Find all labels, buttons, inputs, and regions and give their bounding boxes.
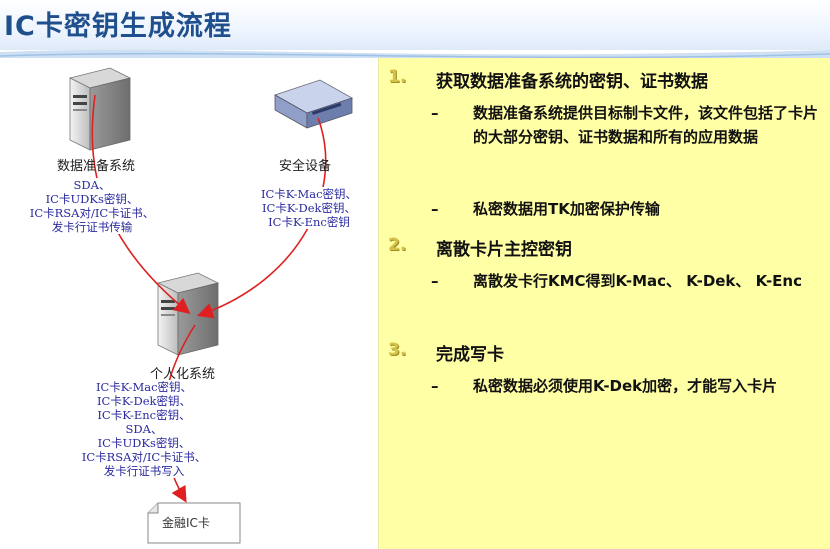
personalization-content-line: SDA、: [125, 422, 163, 436]
step-3-bullet-1-marker: –: [431, 377, 439, 395]
data-prep-content-line: IC卡RSA对/IC卡证书、: [29, 206, 155, 220]
steps-panel: [378, 58, 830, 549]
security-content-box: IC卡K-Mac密钥、 IC卡K-Dek密钥、 IC卡K-Enc密钥: [254, 187, 364, 229]
step-1-bullet-2-marker: –: [431, 200, 439, 218]
personalization-content-line: IC卡RSA对/IC卡证书、: [81, 450, 207, 464]
step-3-title: 完成写卡: [436, 345, 504, 365]
data-prep-system-label: 数据准备系统: [57, 159, 136, 174]
step-1-bullet-2-text: 私密数据用TK加密保护传输: [473, 200, 660, 218]
personalization-content-box: IC卡K-Mac密钥、 IC卡K-Dek密钥、 IC卡K-Enc密钥、 SDA、…: [76, 380, 212, 478]
personalization-content-line: IC卡K-Enc密钥、: [97, 408, 191, 422]
step-2-title: 离散卡片主控密钥: [436, 240, 572, 260]
data-prep-content-line: SDA、: [73, 178, 111, 192]
security-content-line: IC卡K-Mac密钥、: [260, 187, 358, 201]
step-2-bullet-1-text: 离散发卡行KMC得到K-Mac、 K-Dek、 K-Enc: [473, 272, 802, 290]
step-1-bullet-1-text: 数据准备系统提供目标制卡文件，该文件包括了卡片的大部分密钥、证书数据和所有的应用…: [473, 104, 819, 146]
security-device-label: 安全设备: [279, 159, 332, 174]
personalization-content-line: IC卡K-Mac密钥、: [95, 380, 193, 394]
data-prep-content-line: IC卡UDKs密钥、: [45, 192, 139, 206]
security-content-line: IC卡K-Enc密钥: [268, 215, 350, 229]
title-band: [0, 0, 830, 50]
step-3-number: 3.: [388, 340, 407, 360]
data-prep-content-line: 发卡行证书传输: [51, 220, 133, 234]
personalization-content-line: IC卡K-Dek密钥、: [97, 394, 191, 408]
personalization-content-line: IC卡UDKs密钥、: [97, 436, 191, 450]
personalization-system-label: 个人化系统: [150, 367, 216, 382]
data-prep-content-box: SDA、 IC卡UDKs密钥、 IC卡RSA对/IC卡证书、 发卡行证书传输: [24, 178, 160, 234]
ic-card-label: 金融IC卡: [162, 516, 210, 530]
step-1-number: 1.: [388, 67, 407, 87]
security-content-line: IC卡K-Dek密钥、: [262, 201, 356, 215]
step-2-number: 2.: [388, 235, 407, 255]
slide-title: IC卡密钥生成流程: [4, 11, 232, 42]
step-1-bullet-1-marker: –: [431, 104, 439, 122]
step-1-title: 获取数据准备系统的密钥、证书数据: [436, 72, 708, 92]
personalization-content-line: 发卡行证书写入: [103, 464, 185, 478]
step-3-bullet-1-text: 私密数据必须使用K-Dek加密，才能写入卡片: [473, 377, 778, 395]
step-2-bullet-1-marker: –: [431, 272, 439, 290]
